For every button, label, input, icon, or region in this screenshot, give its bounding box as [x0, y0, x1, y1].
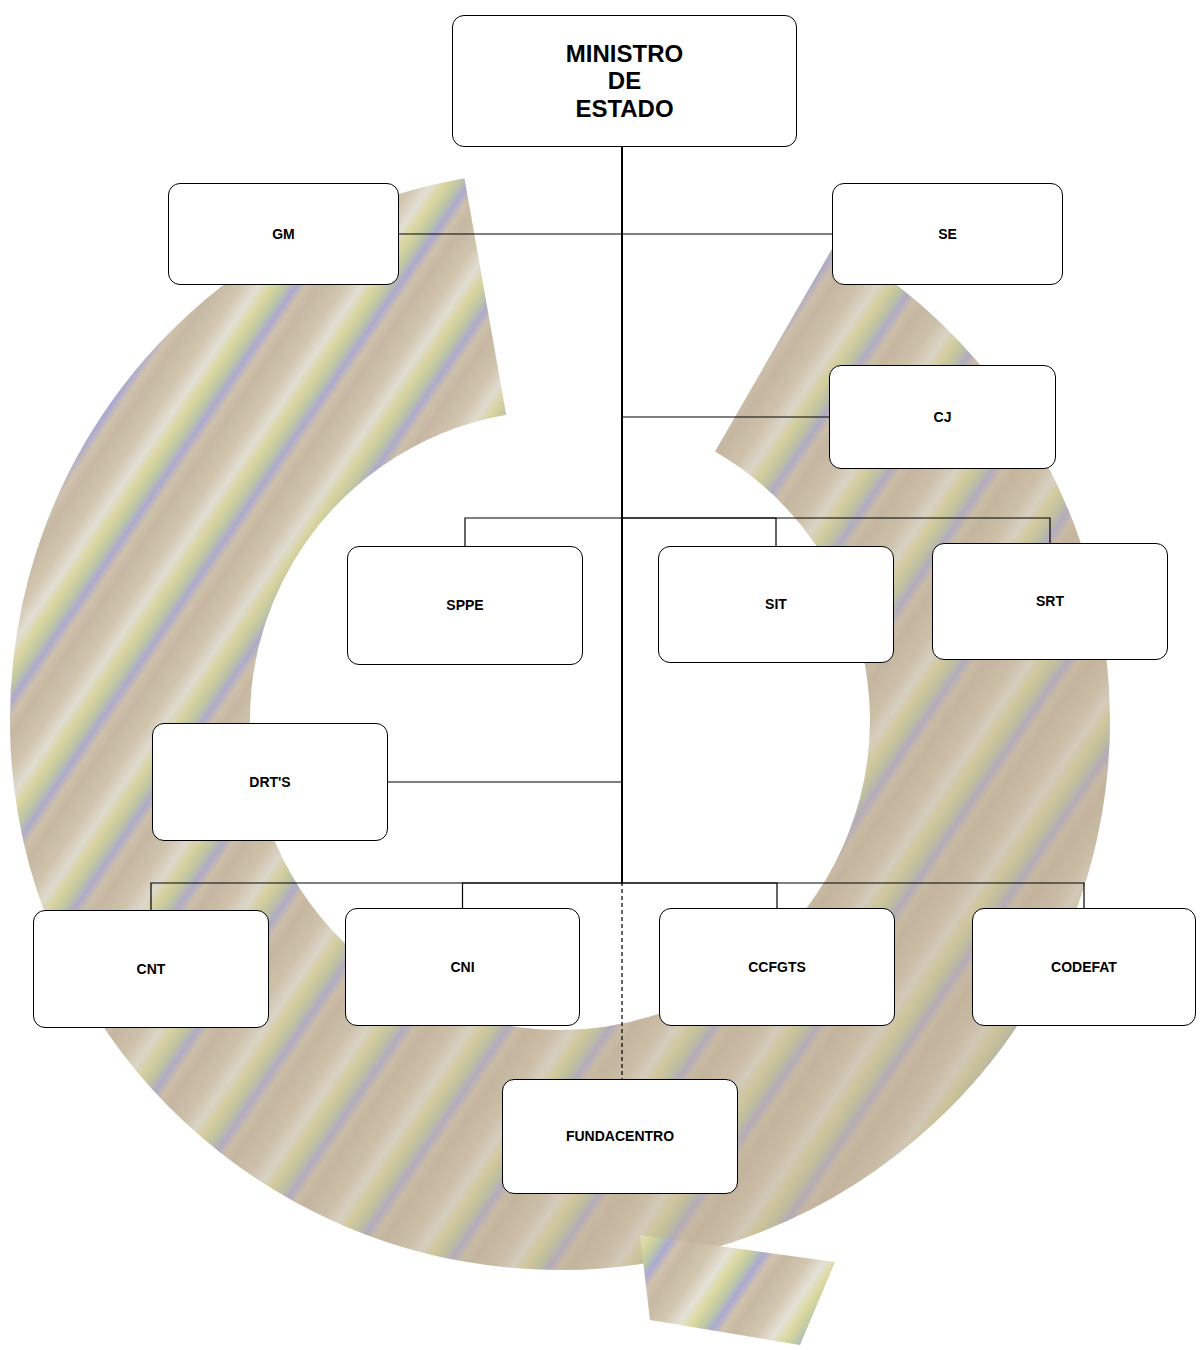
unit-box: SRT — [932, 543, 1168, 660]
unit-label: CODEFAT — [1051, 959, 1117, 975]
unit-box: CNI — [345, 908, 580, 1026]
unit-label: FUNDACENTRO — [566, 1128, 674, 1144]
unit-label: CJ — [934, 409, 952, 425]
org-connector — [463, 147, 623, 908]
unit-box: CJ — [829, 365, 1056, 469]
unit-box: CNT — [33, 910, 269, 1028]
unit-label: CNI — [450, 959, 474, 975]
org-connector — [621, 147, 622, 1079]
org-connector — [151, 147, 622, 910]
unit-label: SPPE — [446, 597, 483, 613]
unit-box: SE — [832, 183, 1063, 285]
unit-label: SE — [938, 226, 957, 242]
unit-label: GM — [272, 226, 295, 242]
unit-box: CODEFAT — [972, 908, 1196, 1026]
unit-label: CCFGTS — [748, 959, 806, 975]
unit-label: DRT'S — [249, 774, 290, 790]
org-connector — [399, 147, 622, 234]
unit-label: SIT — [765, 596, 787, 612]
unit-box: GM — [168, 183, 399, 285]
unit-box: SIT — [658, 546, 894, 663]
unit-label: SRT — [1036, 593, 1064, 609]
org-connector — [388, 147, 622, 782]
unit-box: SPPE — [347, 546, 583, 665]
org-connector — [622, 147, 1084, 908]
unit-label: MINISTRO DE ESTADO — [566, 40, 683, 123]
org-connector — [622, 147, 777, 908]
unit-label: CNT — [137, 961, 166, 977]
unit-box: DRT'S — [152, 723, 388, 841]
unit-box: CCFGTS — [659, 908, 895, 1026]
org-connector — [622, 147, 829, 417]
ribbon-tail — [640, 1235, 835, 1345]
org-connector — [465, 147, 622, 546]
org-connector — [622, 147, 776, 546]
minister-box: MINISTRO DE ESTADO — [452, 15, 797, 147]
org-connector — [622, 147, 832, 234]
unit-box: FUNDACENTRO — [502, 1079, 738, 1194]
